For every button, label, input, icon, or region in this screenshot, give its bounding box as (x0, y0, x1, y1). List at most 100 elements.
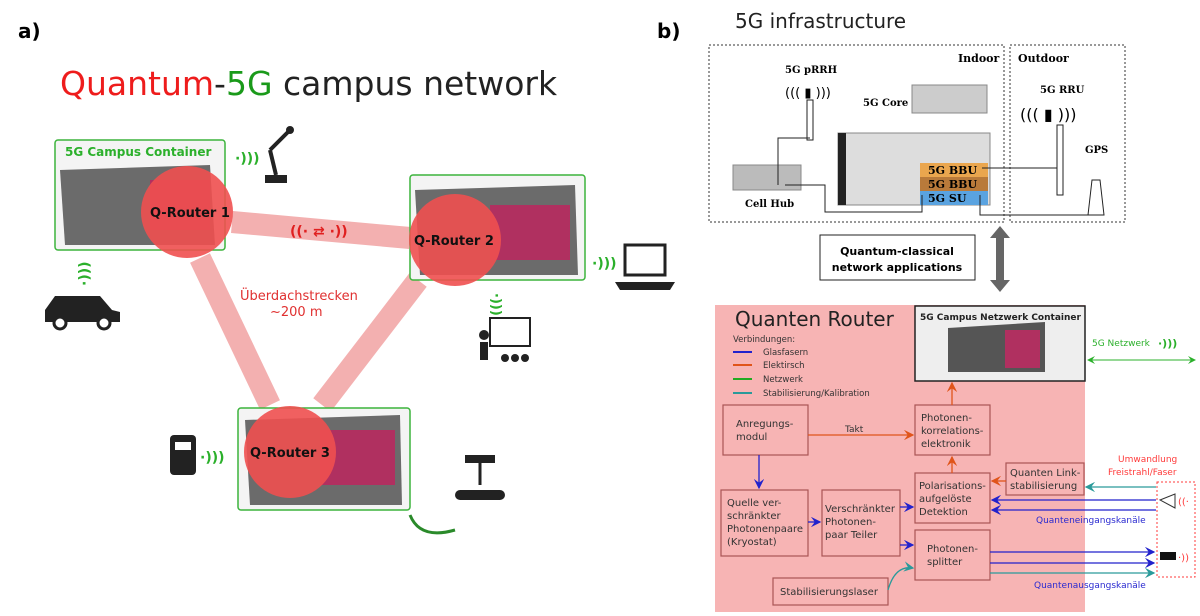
conveyor-icon (455, 455, 505, 500)
wireless-icon: ·))) (1158, 337, 1177, 350)
svg-text:Quelle ver-: Quelle ver- (727, 498, 782, 509)
conversion-label-1: Umwandlung (1118, 455, 1177, 465)
conveyor-cable (408, 514, 456, 535)
legend: Glasfasern Elektirsch Netzwerk Stabilisi… (733, 348, 870, 399)
container-title: 5G Campus Netzwerk Container (920, 313, 1081, 323)
input-channels-label: Quanteneingangskanäle (1036, 516, 1146, 526)
q-router-3[interactable] (244, 406, 336, 498)
wireless-icon: ·))) (488, 293, 503, 316)
exchange-arrows-icon: ((· ⇄ ·)) (290, 224, 348, 240)
svg-text:Photonen-: Photonen- (825, 517, 876, 528)
svg-text:korrelations-: korrelations- (921, 426, 984, 437)
q-router-1[interactable] (141, 166, 233, 258)
receiver-telescope-icon (1158, 493, 1176, 509)
panel-a-label: a) (18, 19, 41, 43)
bbu-2-label: 5G BBU (928, 178, 977, 191)
wireless-icon: ·))) (592, 256, 617, 272)
svg-text:paar Teiler: paar Teiler (825, 530, 878, 541)
cell-hub-label: Cell Hub (745, 199, 794, 210)
anregung-box: Anregungs-modul (722, 404, 809, 456)
conversion-label-2: Freistrahl/Faser (1108, 468, 1177, 478)
apps-box (819, 234, 976, 281)
conversion-box (1156, 481, 1196, 578)
link-1-2 (231, 211, 411, 249)
connections: Takt (753, 381, 1156, 591)
bbu-1-label: 5G BBU (928, 164, 977, 177)
cables (777, 137, 923, 213)
laser-box: Stabilisierungslaser (772, 577, 889, 606)
panel-b-label: b) (657, 19, 680, 43)
svg-text:Photonen-: Photonen- (927, 544, 978, 555)
title-quantum: Quantum (60, 64, 214, 103)
q-router-2-label: Q-Router 2 (414, 234, 494, 249)
q-router-2[interactable] (409, 194, 501, 286)
svg-text:schränkter: schränkter (727, 511, 781, 522)
q-router-1-label: Q-Router 1 (150, 206, 230, 221)
rru-antenna-icon: ((( ▮ ))) (1020, 105, 1076, 124)
link-stab-box: Quanten Link-stabilisierung (1005, 462, 1085, 496)
indoor-label: Indoor (958, 52, 1000, 65)
legend-title: Verbindungen: (733, 335, 795, 345)
wireless-icon: ·))) (235, 151, 260, 167)
svg-text:aufgelöste: aufgelöste (919, 494, 972, 505)
cell-hub-icon (732, 164, 802, 191)
gps-icon (1087, 179, 1105, 216)
router-title: Quanten Router (735, 307, 895, 331)
legend-item: Glasfasern (763, 348, 808, 358)
robot-arm-icon (265, 126, 294, 183)
free-space-links: ((· ⇄ ·)) (190, 211, 427, 412)
svg-text:modul: modul (736, 432, 767, 443)
rack-rail (838, 133, 846, 205)
rru-label: 5G RRU (1040, 85, 1085, 96)
su-label: 5G SU (928, 192, 967, 205)
apps-line-1: Quantum-classical (840, 245, 954, 258)
prrh-mast (806, 99, 814, 141)
title-5g: 5G (226, 64, 273, 103)
core-server-icon (911, 84, 988, 114)
container-image-screen (1005, 330, 1040, 368)
link-label-1: Überdachstrecken (240, 287, 358, 304)
legend-item: Netzwerk (763, 375, 803, 385)
takt-label: Takt (844, 425, 864, 435)
q-router-3-label: Q-Router 3 (250, 446, 330, 461)
svg-text:splitter: splitter (927, 557, 963, 568)
rru-mast (1056, 124, 1064, 196)
link-1-3 (190, 253, 280, 410)
apps-line-2: network applications (832, 261, 963, 274)
splitter-box: Photonen-splitter (914, 529, 991, 581)
title-rest: campus network (273, 64, 558, 103)
wireless-icon: ·))) (77, 261, 93, 286)
svg-text:Anregungs-: Anregungs- (736, 419, 794, 430)
svg-text:elektronik: elektronik (921, 439, 971, 450)
svg-text:Quanten Link-: Quanten Link- (1010, 468, 1081, 479)
title-dash: - (214, 64, 226, 103)
svg-text:Detektion: Detektion (919, 507, 968, 518)
svg-text:(Kryostat): (Kryostat) (727, 537, 777, 548)
link-label-2: ~200 m (270, 305, 323, 320)
prrh-antenna-icon: ((( ▮ ))) (785, 86, 831, 101)
infra-title: 5G infrastructure (735, 9, 906, 33)
gps-label: GPS (1085, 145, 1108, 156)
bbu-1 (920, 163, 988, 177)
car-icon (45, 296, 120, 331)
output-channels-label: Quantenausgangskanäle (1034, 581, 1146, 591)
laptop-icon (615, 243, 675, 290)
signal-icon: ·)) (1178, 553, 1189, 564)
svg-text:Polarisations-: Polarisations- (919, 481, 986, 492)
panel-a-title: Quantum-5G campus network (60, 64, 558, 103)
bbu-2 (920, 177, 988, 191)
svg-text:stabilisierung: stabilisierung (1010, 481, 1077, 492)
outdoor-box (1009, 44, 1126, 223)
container-label: 5G Campus Container (65, 145, 211, 159)
outdoor-label: Outdoor (1018, 52, 1069, 65)
outdoor-cables (979, 167, 1090, 216)
phone-icon (170, 435, 196, 475)
legend-item: Stabilisierung/Kalibration (763, 389, 870, 399)
svg-text:Photonenpaare: Photonenpaare (727, 524, 803, 535)
bidirectional-arrow (990, 226, 1010, 292)
core-label: 5G Core (863, 98, 908, 109)
